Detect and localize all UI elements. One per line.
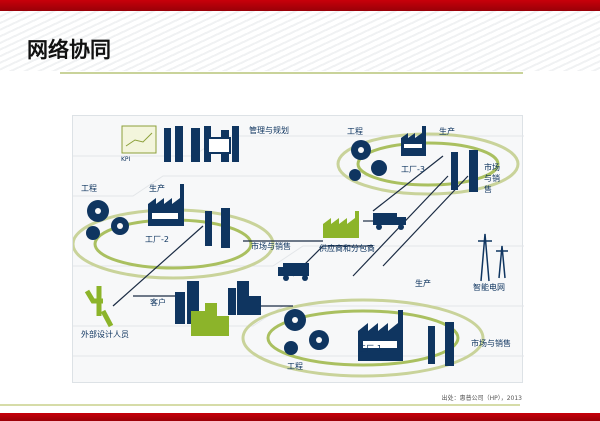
factory1-production-label: 生产 — [415, 279, 431, 288]
designer-label: 外部设计人员 — [81, 330, 129, 339]
gear-icons — [86, 140, 387, 355]
factory2-production-label: 生产 — [149, 184, 165, 193]
supplier-factory-icon — [323, 211, 359, 238]
factory2-sales-label: 市场与销售 — [251, 242, 291, 251]
network-collaboration-diagram: KPI 管理与规划 工程 生产 工厂-3 市场与销售 工程 生产 工厂-2 市场… — [72, 115, 524, 383]
kpi-label: KPI — [121, 156, 131, 163]
page-title: 网络协同 — [27, 38, 111, 62]
factory3-engineering-label: 工程 — [347, 127, 363, 136]
bottom-accent-bar — [0, 413, 600, 421]
power-tower-icons — [478, 233, 508, 282]
factory2-engineering-label: 工程 — [81, 184, 97, 193]
title-divider — [60, 72, 523, 74]
designer-icon — [84, 286, 114, 328]
factory3-sales-label: 市场与销售 — [484, 163, 500, 194]
factory1-name: 工厂-1 — [358, 344, 382, 353]
diagram-graphics — [73, 125, 524, 378]
header-background — [0, 11, 600, 71]
factory1-engineering-label: 工程 — [287, 362, 303, 371]
top-accent-bar — [0, 0, 600, 11]
factory1-sales-label: 市场与销售 — [471, 339, 511, 348]
factory3-production-label: 生产 — [439, 127, 455, 136]
management-label: 管理与规划 — [249, 126, 289, 135]
kpi-chart-icon — [121, 125, 157, 154]
factory3-name: 工厂-3 — [401, 165, 425, 174]
smart-grid-label: 智能电网 — [473, 283, 505, 292]
truck-icons — [278, 213, 406, 281]
footer-divider — [0, 404, 520, 406]
factory2-name: 工厂-2 — [145, 235, 169, 244]
sales-people-icons — [205, 150, 478, 366]
supplier-label: 供应商和分包商 — [319, 244, 375, 253]
customer-label: 客户 — [150, 298, 166, 307]
source-caption: 出处：惠普公司（HP），2013 — [441, 395, 522, 402]
